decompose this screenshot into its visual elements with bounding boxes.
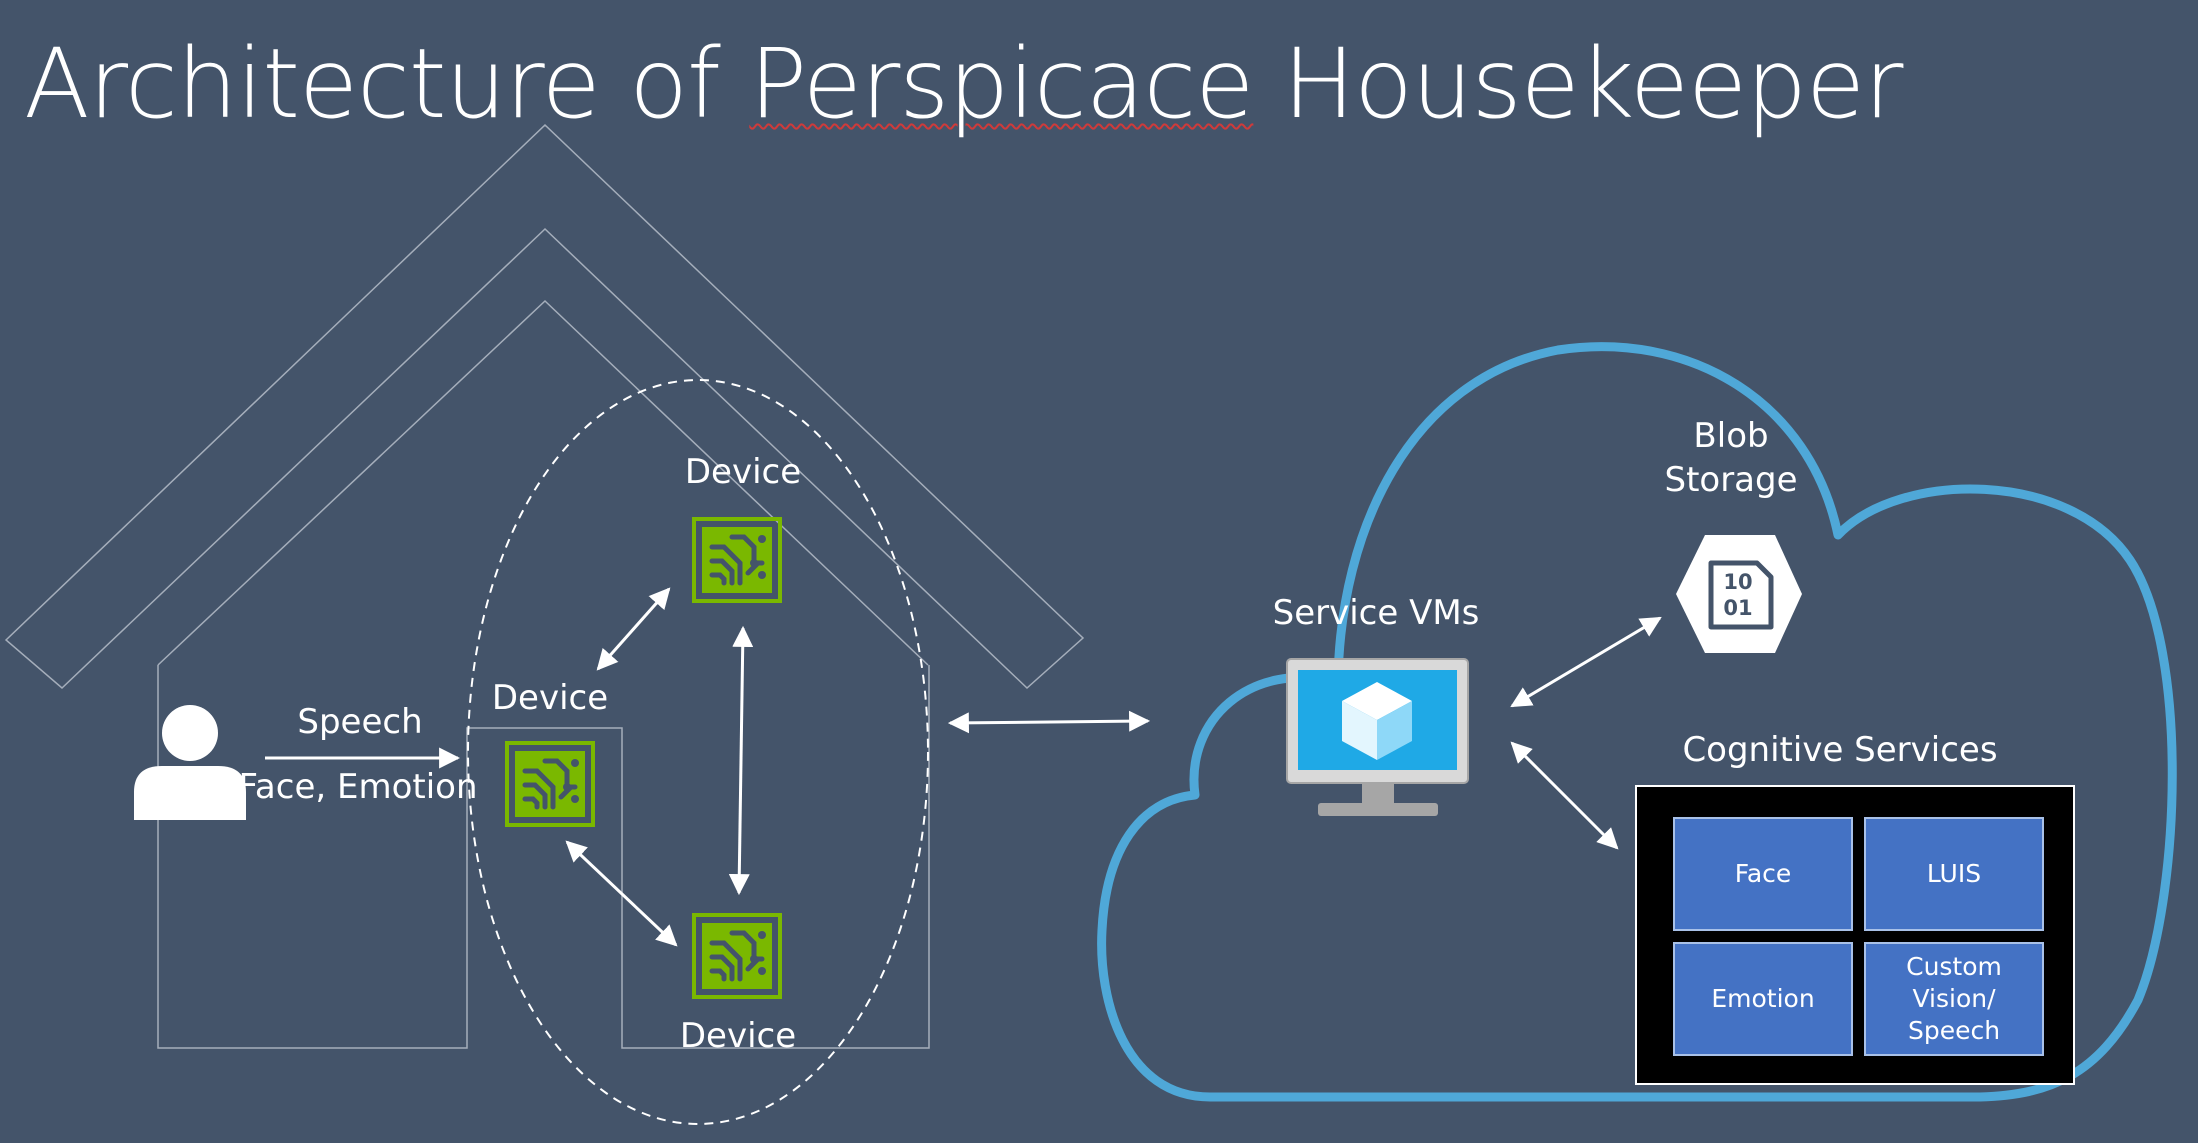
luis-tile: LUIS: [1864, 817, 2044, 931]
arrow-vm-cognitive: [1510, 741, 1619, 850]
cognitive-services-panel: Face LUIS Emotion Custom Vision/ Speech: [1635, 785, 2075, 1085]
device-group-ellipse: [467, 379, 929, 1125]
emotion-tile: Emotion: [1673, 942, 1853, 1056]
face-tile: Face: [1673, 817, 1853, 931]
arrow-home-cloud: [947, 710, 1151, 734]
connector-arrows: [265, 587, 1662, 947]
custom-vision-speech-tile: Custom Vision/ Speech: [1864, 942, 2044, 1056]
chip-icon: [694, 915, 780, 997]
house-body: [157, 665, 930, 1049]
person-icon: [134, 705, 246, 820]
device-top-label: Device: [684, 452, 802, 492]
title-prefix: Architecture of: [24, 28, 750, 140]
chip-icon: [694, 519, 780, 601]
arrow-vm-blob: [1510, 616, 1662, 708]
face-emotion-label: Face, Emotion: [238, 767, 478, 807]
chip-icon: [507, 743, 593, 825]
arrow-device-left-bottom: [565, 840, 678, 947]
arrow-device-top-bottom: [728, 625, 754, 896]
arrow-device-left-top: [596, 587, 671, 671]
device-left-label: Device: [491, 678, 609, 718]
title-spellchecked-word: Perspicace: [749, 28, 1254, 140]
blob-storage-label-line2: Storage: [1664, 460, 1798, 500]
device-bottom-label: Device: [679, 1016, 797, 1056]
cloud-outline: [1097, 342, 2177, 1102]
blob-icon-digits-bottom: 01: [1723, 596, 1752, 620]
blob-icon-digits-top: 10: [1723, 570, 1752, 594]
cognitive-services-label: Cognitive Services: [1682, 730, 1998, 770]
page-title: Architecture of Perspicace Housekeeper: [24, 28, 1904, 140]
blob-storage-icon: 10 01: [1676, 535, 1802, 653]
speech-label: Speech: [297, 702, 423, 742]
blob-storage-label-line1: Blob: [1693, 416, 1769, 456]
cube-icon: [1342, 682, 1412, 760]
house-roof: [4, 123, 1085, 690]
title-suffix: Housekeeper: [1253, 28, 1904, 140]
service-vms-label: Service VMs: [1272, 593, 1480, 633]
